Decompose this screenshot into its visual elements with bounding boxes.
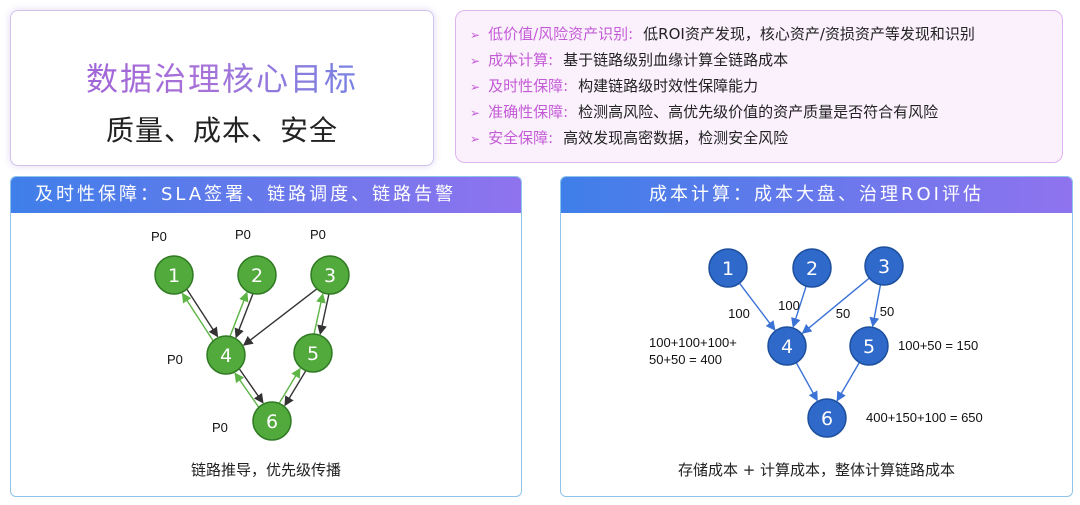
timeliness-caption: 链路推导，优先级传播	[190, 461, 341, 479]
goal-item: ➢ 及时性保障: 构建链路级时效性保障能力	[470, 73, 1048, 99]
edge-cost-label: 50	[836, 306, 850, 321]
propagation-edge	[313, 292, 326, 334]
cost-edge	[869, 284, 882, 328]
goal-text: 基于链路级别血缘计算全链路成本	[563, 51, 789, 69]
graph-node	[310, 255, 350, 295]
propagation-edge	[234, 372, 260, 408]
goal-label: 准确性保障:	[488, 103, 569, 121]
arrow-right-icon: ➢	[470, 106, 481, 120]
node-label: 2	[251, 265, 263, 287]
goal-label: 低价值/风险资产识别:	[488, 25, 634, 43]
goals-list: ➢ 低价值/风险资产识别: 低ROI资产发现，核心资产/资损资产等发现和识别 ➢ 成本…	[455, 10, 1063, 163]
dependency-edge	[186, 288, 219, 338]
priority-label: P0	[212, 420, 228, 435]
propagation-edge	[229, 291, 249, 337]
cost-lineage-graph: 100 100 50 50 1 2 3 4 100+100+100+ 50+50 = 400 5 10…	[649, 246, 983, 438]
graph-node	[767, 326, 807, 366]
node-label: 3	[324, 265, 336, 287]
cost-caption: 存储成本 + 计算成本，整体计算链路成本	[677, 461, 956, 479]
node-label: 1	[722, 258, 734, 280]
graph-node	[864, 246, 904, 286]
cost-edge	[791, 285, 807, 328]
edge-cost-label: 100	[778, 298, 800, 313]
goal-label: 及时性保障:	[488, 77, 569, 95]
priority-label: P0	[310, 227, 326, 242]
goal-item: ➢ 成本计算: 基于链路级别血缘计算全链路成本	[470, 47, 1048, 73]
graph-node	[792, 248, 832, 288]
cost-edge	[738, 282, 776, 331]
graph-node	[206, 335, 246, 375]
cost-panel-header: 成本计算：成本大盘、治理ROI评估	[561, 177, 1072, 213]
cost-edge	[836, 362, 861, 402]
node-label: 4	[781, 336, 793, 358]
node-label: 2	[806, 258, 818, 280]
node-label: 5	[307, 343, 319, 365]
goal-item: ➢ 准确性保障: 检测高风险、高优先级价值的资产质量是否符合有风险	[470, 99, 1048, 125]
graph-node	[154, 255, 194, 295]
graph-node	[849, 326, 889, 366]
goal-item: ➢ 低价值/风险资产识别: 低ROI资产发现，核心资产/资损资产等发现和识别	[470, 21, 1048, 47]
goal-text: 构建链路级时效性保障能力	[578, 77, 759, 95]
arrow-right-icon: ➢	[470, 132, 481, 146]
goal-label: 安全保障:	[488, 129, 554, 147]
edge-cost-label: 100	[728, 306, 750, 321]
edge-cost-label: 50	[880, 304, 894, 319]
dependency-edge	[242, 288, 318, 346]
graph-node	[708, 248, 748, 288]
cost-formula: 100+50 = 150	[898, 338, 978, 353]
propagation-edge	[278, 367, 301, 404]
page-title: 数据治理核心目标	[11, 59, 433, 99]
dependency-edge	[238, 368, 264, 404]
page-subtitle: 质量、成本、安全	[105, 114, 338, 147]
node-label: 6	[266, 411, 278, 433]
cost-formula: 50+50 = 400	[649, 352, 722, 367]
dependency-edge	[234, 293, 254, 339]
arrow-right-icon: ➢	[470, 28, 481, 42]
goal-text: 高效发现高密数据，检测安全风险	[563, 129, 789, 147]
goal-text: 检测高风险、高优先级价值的资产质量是否符合有风险	[578, 103, 939, 121]
cost-panel: 成本计算：成本大盘、治理ROI评估 100 100 50 50 1 2 3 4 100+100+…	[560, 176, 1073, 497]
cost-formula: 100+100+100+	[649, 335, 737, 350]
cost-edge	[801, 277, 870, 334]
graph-node	[252, 401, 292, 441]
node-label: 3	[878, 256, 890, 278]
goal-text: 低ROI资产发现，核心资产/资损资产等发现和识别	[643, 25, 975, 43]
cost-formula: 400+150+100 = 650	[866, 410, 983, 425]
title-card: 数据治理核心目标 质量、成本、安全	[10, 10, 434, 166]
node-label: 6	[821, 408, 833, 430]
goal-label: 成本计算:	[488, 51, 554, 69]
graph-node	[807, 398, 847, 438]
priority-label: P0	[151, 229, 167, 244]
propagation-edge	[181, 292, 214, 342]
priority-label: P0	[167, 352, 183, 367]
arrow-right-icon: ➢	[470, 54, 481, 68]
node-label: 5	[863, 336, 875, 358]
graph-node	[237, 255, 277, 295]
timeliness-panel-header: 及时性保障：SLA签署、链路调度、链路告警	[11, 177, 521, 213]
dependency-edge	[284, 370, 307, 407]
graph-node	[293, 333, 333, 373]
arrow-right-icon: ➢	[470, 80, 481, 94]
cost-edge	[795, 362, 818, 402]
priority-label: P0	[235, 227, 251, 242]
node-label: 4	[220, 345, 232, 367]
goal-item: ➢ 安全保障: 高效发现高密数据，检测安全风险	[470, 125, 1048, 151]
node-label: 1	[168, 265, 180, 287]
dependency-edge	[317, 294, 330, 336]
